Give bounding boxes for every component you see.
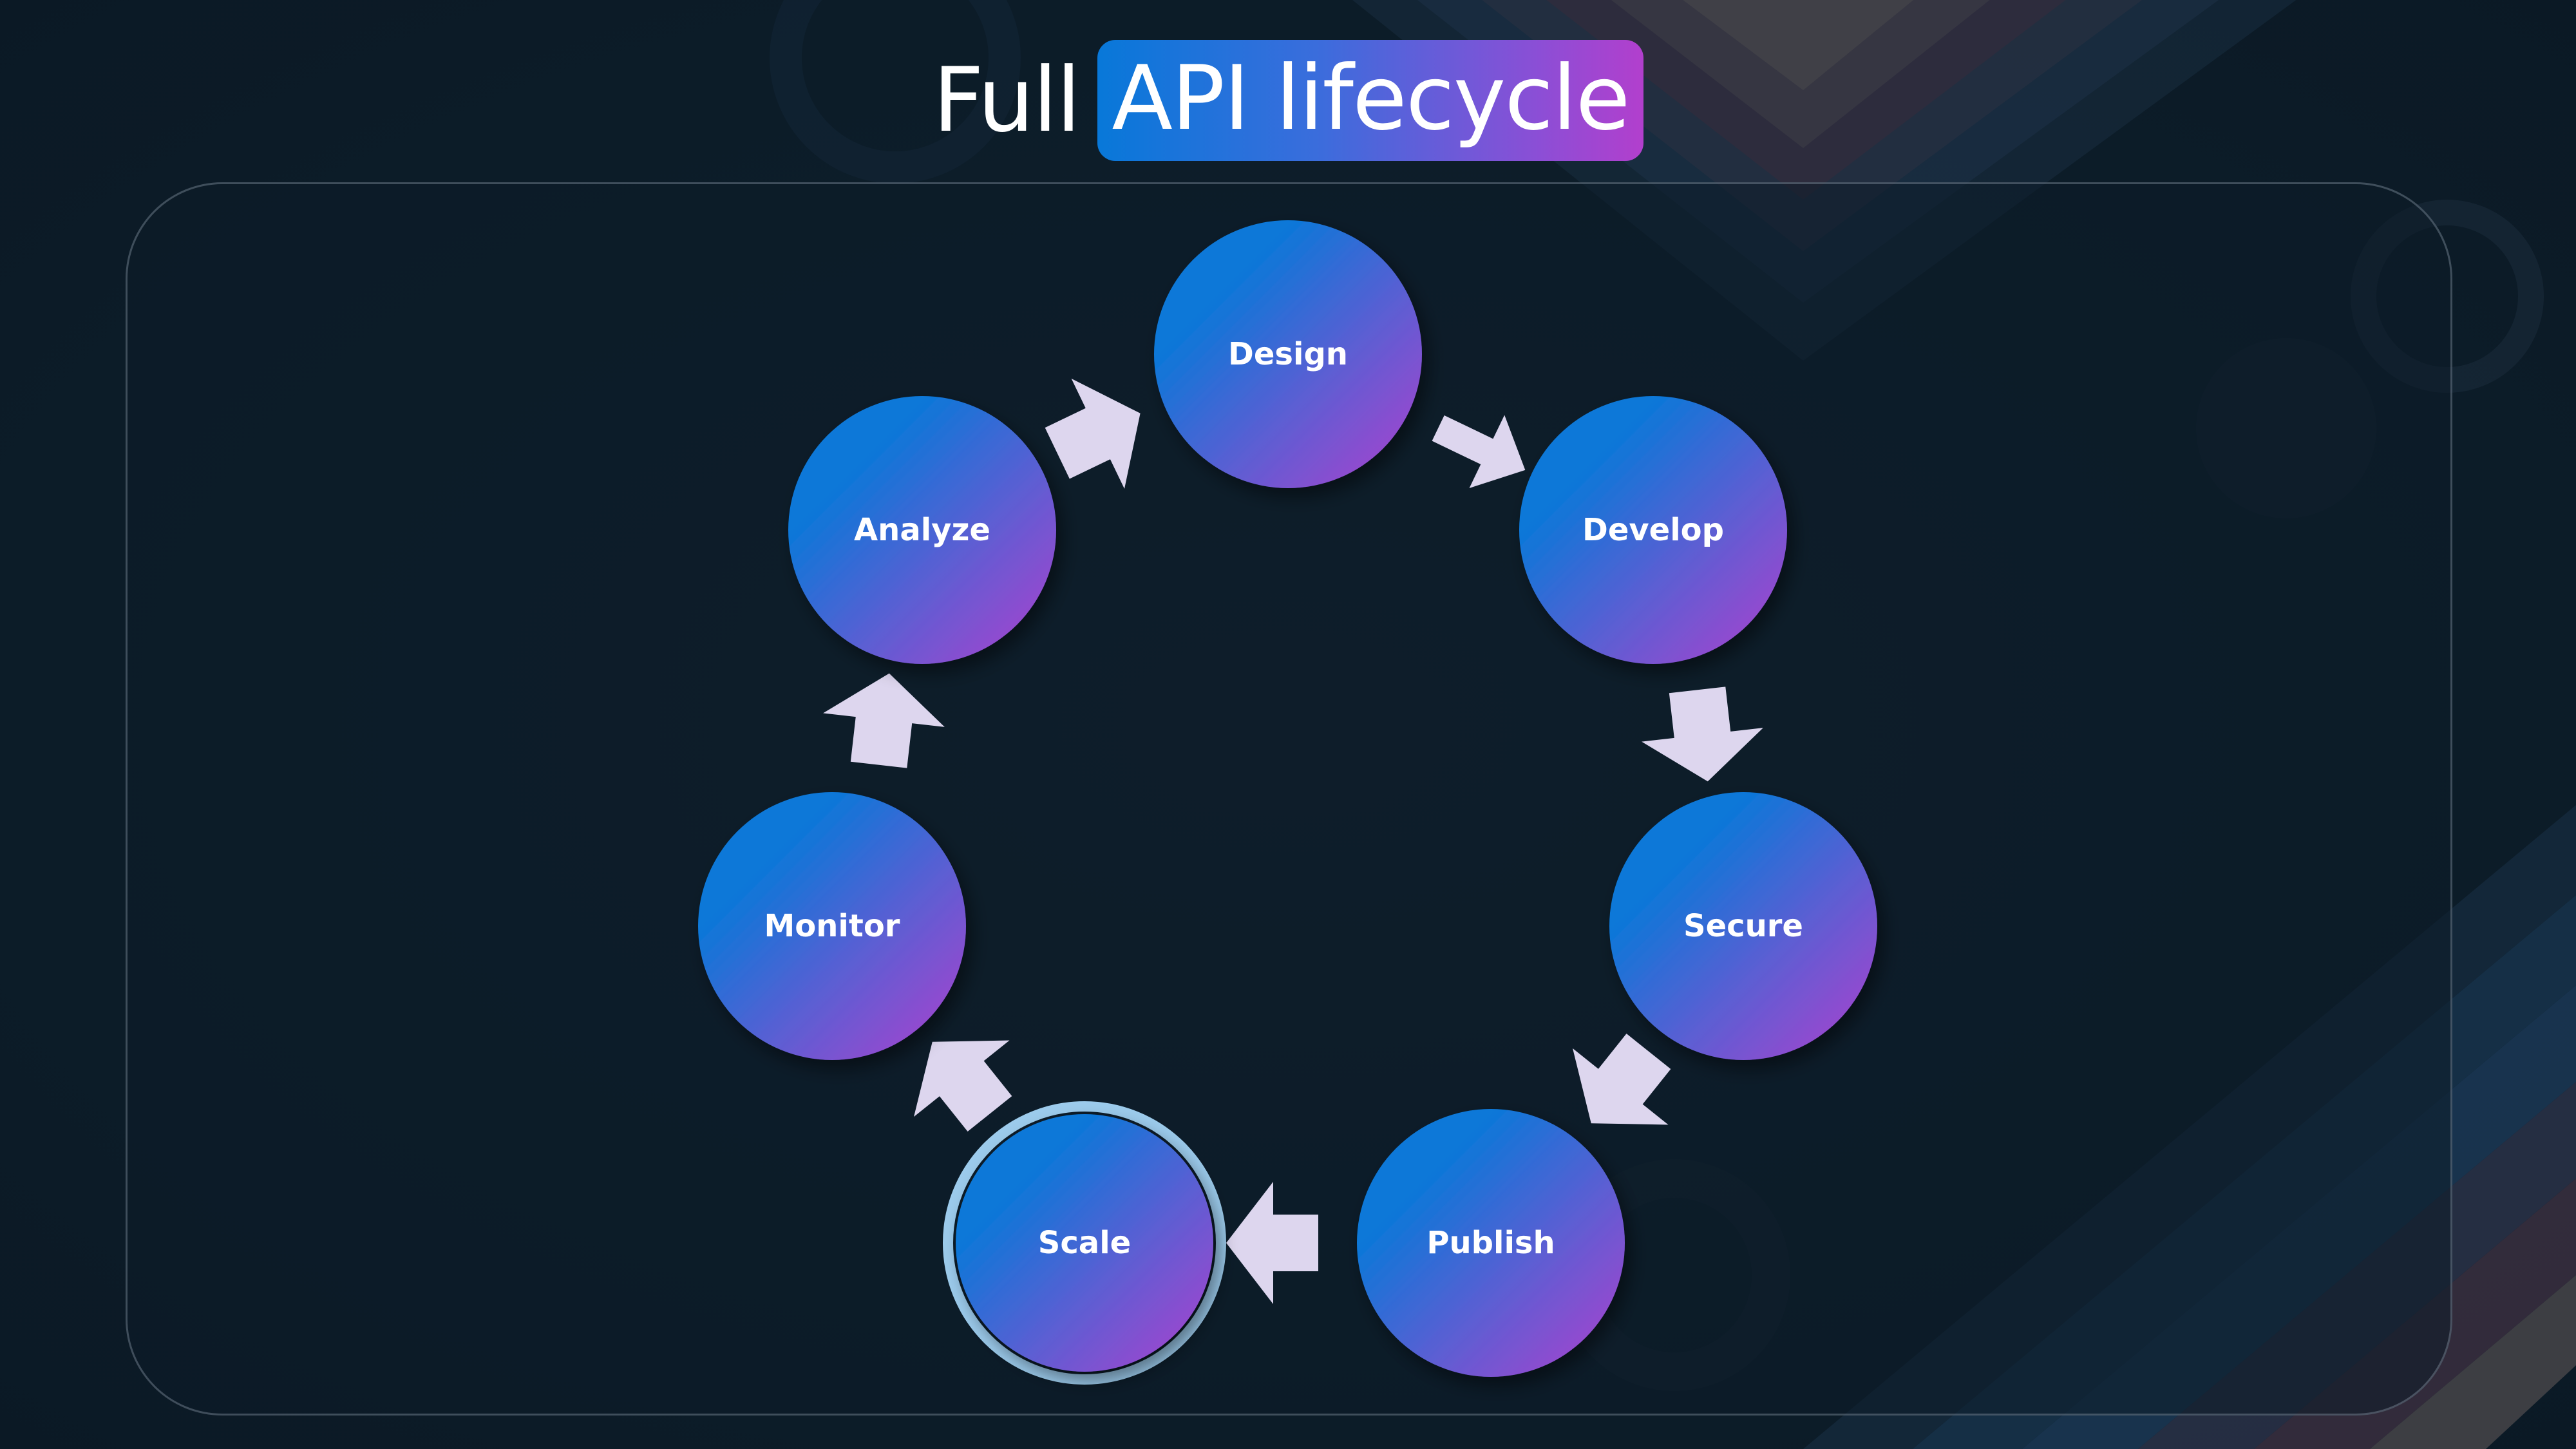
stage-monitor-circle bbox=[698, 792, 966, 1060]
stage-design-circle bbox=[1154, 220, 1422, 488]
stage-monitor-label: Monitor bbox=[764, 908, 900, 944]
title-highlight-text: API lifecycle bbox=[1097, 40, 1643, 161]
stage-monitor: Monitor bbox=[698, 792, 966, 1060]
stage-design-label: Design bbox=[1228, 336, 1348, 372]
arrow-publish-to-scale bbox=[1226, 1182, 1318, 1304]
arrow-design-to-develop bbox=[1432, 415, 1526, 488]
title-plain-text: Full bbox=[933, 48, 1081, 152]
stage-analyze-circle bbox=[788, 396, 1056, 664]
stage-secure-circle bbox=[1609, 792, 1877, 1060]
arrow-develop-to-secure bbox=[1642, 687, 1763, 782]
stage-scale-ring bbox=[943, 1101, 1226, 1385]
arrow-monitor-to-analyze bbox=[823, 673, 945, 768]
stage-secure: Secure bbox=[1609, 792, 1877, 1060]
stage-analyze-label: Analyze bbox=[854, 512, 990, 548]
stage-secure-label: Secure bbox=[1683, 908, 1803, 944]
stage-develop: Develop bbox=[1519, 396, 1787, 664]
stage-design: Design bbox=[1154, 220, 1422, 488]
stage-scale: Scale bbox=[943, 1101, 1226, 1385]
stage-publish-label: Publish bbox=[1426, 1225, 1555, 1261]
arrow-analyze-to-design bbox=[1045, 378, 1141, 489]
stage-analyze: Analyze bbox=[788, 396, 1056, 664]
page-title: Full API lifecycle bbox=[0, 40, 2576, 161]
arrows bbox=[823, 378, 1763, 1304]
arrow-secure-to-publish bbox=[1573, 1034, 1671, 1125]
arrow-scale-to-monitor bbox=[914, 1040, 1012, 1132]
stage-publish: Publish bbox=[1357, 1109, 1625, 1377]
stage-develop-label: Develop bbox=[1582, 512, 1724, 548]
stage-publish-circle bbox=[1357, 1109, 1625, 1377]
stage-develop-circle bbox=[1519, 396, 1787, 664]
stage-scale-circle bbox=[956, 1114, 1213, 1372]
stages: Design Develop Secure Publish Scale bbox=[698, 220, 1877, 1385]
stage-scale-label: Scale bbox=[1038, 1225, 1131, 1261]
